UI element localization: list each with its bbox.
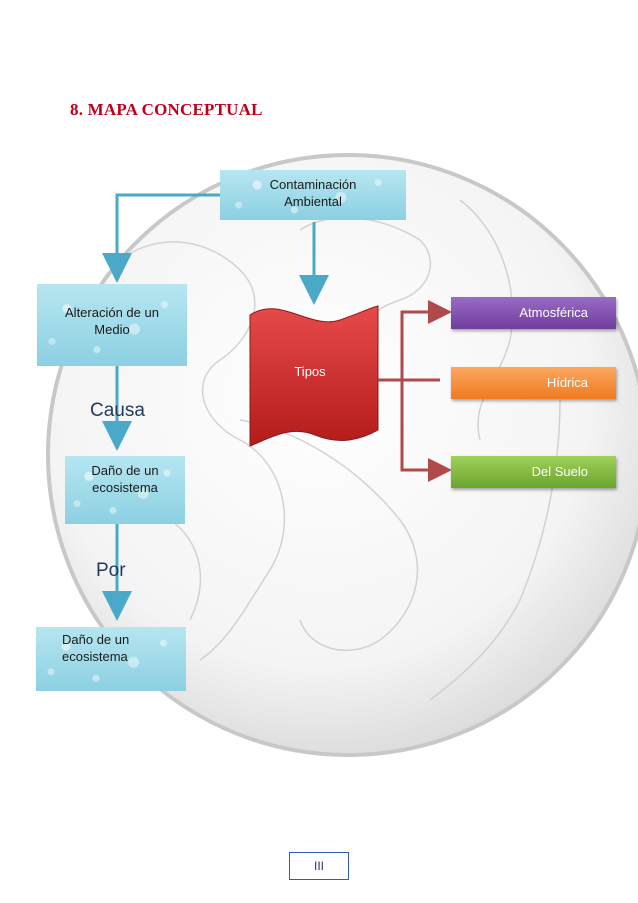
type-del-suelo: Del Suelo	[451, 456, 616, 488]
node-alteracion-medio-text: Alteración de un Medio	[65, 305, 159, 337]
tipos-label: Tipos	[294, 364, 326, 379]
red-connectors	[378, 300, 452, 482]
arrow-top-to-alteracion	[102, 193, 222, 283]
node-dano-ecosistema-2: Daño de un ecosistema	[36, 627, 186, 691]
node-dano-ecosistema-1-text: Daño de un ecosistema	[91, 463, 159, 495]
node-dano-ecosistema-1: Daño de un ecosistema	[65, 456, 185, 524]
type-atmosferica: Atmosférica	[451, 297, 616, 329]
node-dano-ecosistema-2-text: Daño de un ecosistema	[62, 632, 130, 664]
node-alteracion-medio: Alteración de un Medio	[37, 284, 187, 366]
page-title: 8. MAPA CONCEPTUAL	[70, 100, 263, 119]
type-hidrica: Hídrica	[451, 367, 616, 399]
node-contaminacion-ambiental-text: Contaminación Ambiental	[269, 177, 357, 209]
connector-label-causa: Causa	[90, 400, 145, 421]
node-contaminacion-ambiental: Contaminación Ambiental	[220, 170, 406, 220]
page-number: III	[289, 852, 349, 880]
tipos-flag	[249, 305, 379, 447]
blue-connectors	[102, 193, 329, 621]
arrow-tipos-to-suelo	[400, 380, 452, 482]
connector-label-por: Por	[96, 560, 126, 581]
